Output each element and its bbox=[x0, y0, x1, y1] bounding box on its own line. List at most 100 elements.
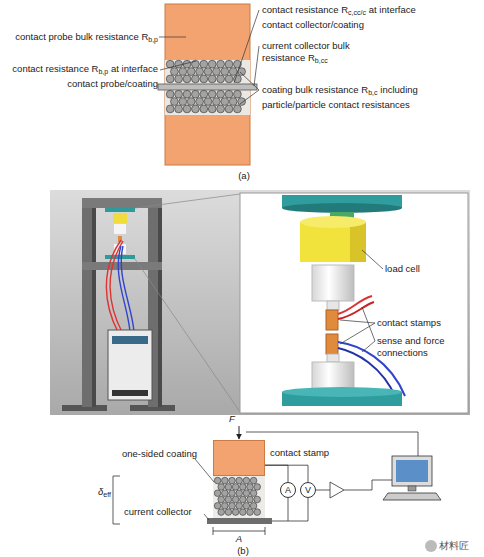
part-label: sense and force connections bbox=[377, 335, 445, 358]
particle bbox=[243, 477, 250, 484]
press-plate-edge bbox=[282, 203, 402, 213]
part-label: current collector bbox=[124, 506, 192, 517]
computer-keyboard bbox=[383, 493, 441, 500]
coating-particles bbox=[214, 477, 260, 515]
frame-post-side bbox=[158, 203, 162, 407]
label-group: load cell bbox=[385, 263, 420, 275]
node-text: V bbox=[305, 485, 311, 495]
frame-post-side bbox=[92, 203, 96, 407]
particle bbox=[217, 105, 225, 113]
label-group: one-sided coating bbox=[122, 448, 197, 460]
particle bbox=[179, 68, 187, 76]
force-symbol: F bbox=[229, 413, 235, 424]
particle bbox=[192, 90, 200, 98]
subscript: c,cc/c bbox=[348, 9, 366, 16]
resistance-label: contact resistance R bbox=[262, 4, 348, 15]
particle bbox=[204, 98, 212, 106]
particle bbox=[225, 496, 232, 503]
particle bbox=[208, 90, 216, 98]
amplifier-symbol bbox=[330, 482, 344, 498]
particle bbox=[222, 477, 229, 484]
press-plate-top bbox=[282, 387, 402, 397]
signal-wire bbox=[344, 480, 392, 490]
particle bbox=[217, 75, 225, 83]
instrument-panel bbox=[112, 336, 148, 344]
label-group: F bbox=[229, 413, 235, 425]
particle bbox=[204, 68, 212, 76]
particle bbox=[229, 477, 236, 484]
particle bbox=[232, 496, 239, 503]
node-text: contact stamp bbox=[270, 447, 329, 459]
coating-band bbox=[213, 476, 265, 518]
label-group: (b) bbox=[223, 545, 263, 557]
particle bbox=[200, 75, 208, 83]
particle bbox=[240, 509, 247, 516]
particle bbox=[218, 509, 225, 516]
label-group: coating bulk resistance Rb,cincluding pa… bbox=[262, 84, 440, 111]
resistance-label: contact resistance R bbox=[12, 63, 98, 74]
particle bbox=[171, 98, 179, 106]
contact-stamp-upper bbox=[326, 310, 338, 330]
particle bbox=[225, 509, 232, 516]
particle bbox=[214, 477, 221, 484]
subscript: b,cc bbox=[315, 57, 328, 64]
stem bbox=[327, 354, 339, 362]
particle bbox=[192, 75, 200, 83]
particle bbox=[183, 90, 191, 98]
force-wire bbox=[118, 246, 130, 332]
particle bbox=[254, 484, 261, 491]
particle bbox=[222, 490, 229, 497]
dimension-label: δ bbox=[98, 486, 103, 497]
label-group: (a) bbox=[224, 170, 264, 182]
contact-stamp-lower bbox=[326, 334, 338, 354]
label-group: contact resistance Rb,pat interface cont… bbox=[0, 63, 158, 90]
particle bbox=[196, 98, 204, 106]
leader-line bbox=[362, 341, 375, 352]
particle bbox=[175, 90, 183, 98]
subscript: b,p bbox=[98, 68, 108, 75]
load-cell-top bbox=[300, 216, 366, 228]
particle bbox=[236, 477, 243, 484]
particle bbox=[196, 68, 204, 76]
label-group: A bbox=[219, 533, 259, 545]
computer-monitor bbox=[392, 456, 432, 486]
leader-line bbox=[340, 323, 375, 344]
inset-frame bbox=[240, 193, 468, 413]
particle bbox=[247, 496, 254, 503]
particle bbox=[166, 105, 174, 113]
voltmeter-symbol: V bbox=[300, 482, 316, 498]
press-plate bbox=[105, 208, 135, 212]
particle bbox=[175, 60, 183, 68]
leader-line bbox=[234, 10, 259, 83]
contact-stamp: contact stamp bbox=[213, 440, 265, 476]
particle bbox=[208, 75, 216, 83]
panel-label: (b) bbox=[237, 545, 249, 556]
projection-line bbox=[135, 259, 240, 412]
resistance-label: coating bulk resistance R bbox=[262, 84, 368, 95]
label-group: current collector bbox=[124, 506, 192, 518]
particle bbox=[213, 98, 221, 106]
leader-line bbox=[362, 250, 383, 269]
leader-line bbox=[362, 307, 375, 341]
resistance-label: current collector bulk resistance R bbox=[262, 40, 350, 63]
particle bbox=[187, 68, 195, 76]
particle bbox=[218, 496, 225, 503]
particle bbox=[225, 90, 233, 98]
particle bbox=[254, 509, 261, 516]
instrument-base bbox=[112, 390, 148, 396]
particle bbox=[183, 75, 191, 83]
leader-line bbox=[254, 46, 259, 86]
particle bbox=[229, 68, 237, 76]
particle bbox=[179, 98, 187, 106]
leader-line bbox=[195, 459, 214, 482]
label-group: contact resistance Rc,cc/cat interface c… bbox=[262, 4, 434, 31]
particle bbox=[200, 90, 208, 98]
ammeter-symbol: A bbox=[280, 482, 296, 498]
force-arrow bbox=[239, 426, 240, 439]
frame-crossbar bbox=[82, 198, 162, 208]
particle bbox=[225, 484, 232, 491]
particle bbox=[247, 509, 254, 516]
label-group: current collector bulk resistance Rb,cc bbox=[262, 40, 372, 67]
particle bbox=[225, 105, 233, 113]
particle bbox=[175, 105, 183, 113]
